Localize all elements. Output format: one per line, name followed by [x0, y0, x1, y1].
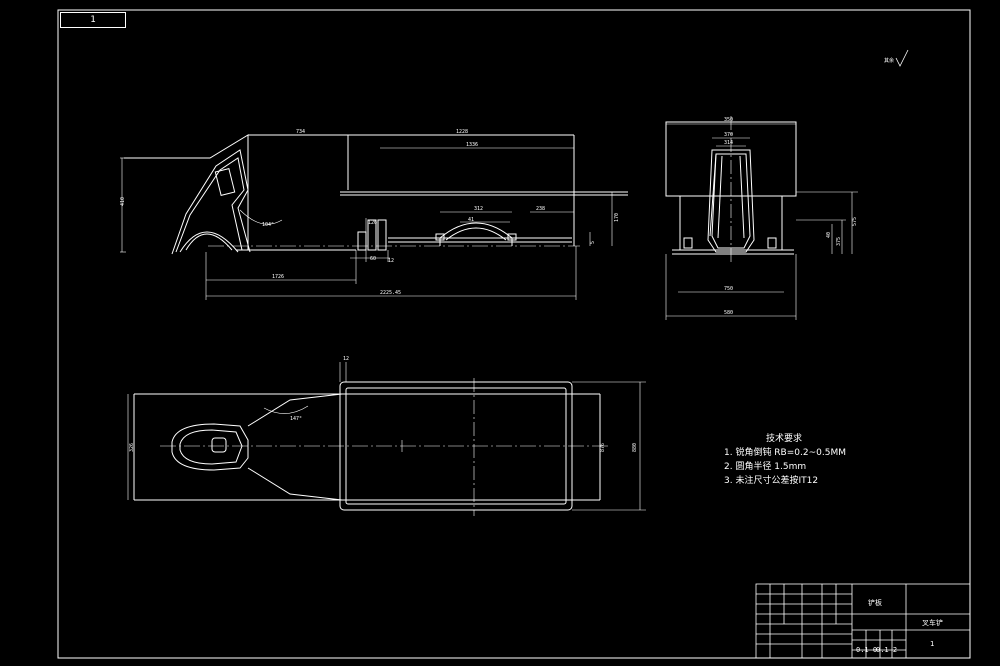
- dim-41: 41: [468, 217, 474, 223]
- requirement-1: 1. 锐角倒钝 RB=0.2~0.5MM: [724, 448, 846, 458]
- top-dim-left: 326: [129, 443, 135, 452]
- dim-170: 170: [614, 213, 620, 222]
- drawing-border: [57, 9, 971, 659]
- dim-126: 126: [368, 220, 377, 226]
- dim-104: 104°: [262, 222, 274, 228]
- requirement-3: 3. 未注尺寸公差按IT12: [724, 476, 819, 486]
- dim-1726: 1726: [272, 274, 284, 280]
- side-dim-inner: 314: [724, 140, 733, 146]
- title-block-drawing-no: 1: [930, 640, 935, 648]
- title-block-name: 叉车铲: [922, 619, 943, 627]
- dim-12: 12: [388, 258, 394, 264]
- dim-734: 734: [296, 129, 305, 135]
- dim-60: 60: [370, 256, 376, 262]
- title-block: [755, 583, 971, 659]
- top-dim-right: 880: [632, 443, 638, 452]
- side-dim-right1: 40: [826, 232, 832, 238]
- side-dim-bottom1: 750: [724, 286, 733, 292]
- top-dim-angle: 147°: [290, 416, 302, 422]
- technical-requirements-title: 技术要求: [766, 434, 803, 444]
- title-block-scale-b: 0.1 2: [876, 646, 898, 654]
- dim-312: 312: [474, 206, 483, 212]
- dim-1336: 1336: [466, 142, 478, 148]
- title-block-part: 铲板: [868, 599, 882, 607]
- dim-410: 410: [120, 197, 126, 206]
- dim-5: 5: [590, 241, 596, 244]
- side-dim-mid: 370: [724, 132, 733, 138]
- roughness-label: 其余: [884, 57, 894, 64]
- side-dim-right2: 375: [836, 237, 842, 246]
- top-view: [127, 362, 646, 516]
- dim-2225: 2225.45: [380, 290, 401, 296]
- side-dim-top: 350: [724, 117, 733, 123]
- title-block-scale-a: 0.1 0: [856, 646, 878, 654]
- drawing-tag-box: 1: [60, 12, 126, 28]
- top-dim-12: 12: [343, 356, 349, 362]
- front-view: [120, 134, 628, 300]
- dim-238: 238: [536, 206, 545, 212]
- requirement-2: 2. 圆角半径 1.5mm: [724, 462, 807, 472]
- side-dim-right3: 575: [852, 217, 858, 226]
- side-dim-bottom2: 580: [724, 310, 733, 316]
- dim-1228: 1228: [456, 129, 468, 135]
- side-view: [665, 116, 858, 320]
- roughness-symbol-icon: [895, 49, 909, 67]
- top-dim-mid: 876: [600, 443, 606, 452]
